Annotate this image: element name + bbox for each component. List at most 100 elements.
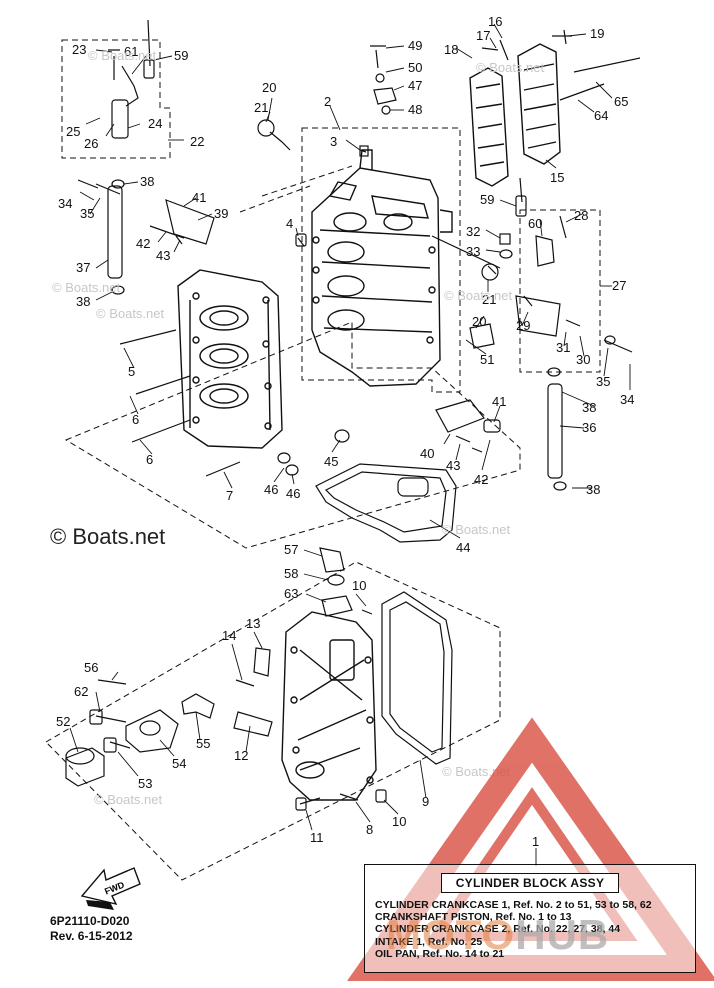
oil-filter-52 [65, 747, 105, 787]
gasket-55 [181, 693, 215, 719]
callout-label: 52 [56, 714, 70, 729]
callout-label: 40 [420, 446, 434, 461]
gaskets [181, 429, 457, 765]
watermark-text: © Boats.net [444, 288, 513, 303]
fwd-arrow-icon: FWD [80, 867, 141, 910]
covers [469, 43, 561, 187]
leader-lines [69, 23, 631, 866]
callout-label: 2 [324, 94, 331, 109]
callout-label: 46 [264, 482, 278, 497]
legend-title: CYLINDER BLOCK ASSY [440, 873, 620, 893]
callout-label: 50 [408, 60, 422, 75]
watermark-text: © Boats.net [88, 48, 157, 63]
callout-label: 12 [234, 748, 248, 763]
callout-labels: 23 61 59 25 26 24 22 38 34 35 37 38 41 3… [56, 14, 634, 849]
callout-label: 38 [582, 400, 596, 415]
callout-label: 53 [138, 776, 152, 791]
watermark-text: © Boats.net [96, 306, 165, 321]
callout-label: 55 [196, 736, 210, 751]
watermark-text: © Boats.net [476, 60, 545, 75]
callout-label: 15 [550, 170, 564, 185]
callout-label: 56 [84, 660, 98, 675]
callout-label: 36 [582, 420, 596, 435]
oil-pan [281, 611, 377, 801]
cover-15 [517, 43, 561, 165]
callout-label: 17 [476, 28, 490, 43]
brand-logo-text: MOTOHUB [386, 911, 609, 959]
callout-label: 27 [612, 278, 626, 293]
crankcase-half [177, 269, 283, 449]
legend-row: CRANKSHAFT PISTON, Ref. No. 1 to 13 [375, 911, 572, 924]
callout-label: 57 [284, 542, 298, 557]
callout-label: 4 [286, 216, 293, 231]
callout-label: 22 [190, 134, 204, 149]
callout-label: 51 [480, 352, 494, 367]
callout-label: 10 [352, 578, 366, 593]
callout-label: 25 [66, 124, 80, 139]
callout-label: 42 [136, 236, 150, 251]
gasket-44 [315, 463, 457, 543]
callout-label: 59 [480, 192, 494, 207]
callout-label: 65 [614, 94, 628, 109]
callout-label: 59 [174, 48, 188, 63]
faint-watermarks: © Boats.net © Boats.net © Boats.net © Bo… [52, 48, 545, 807]
callout-label: 7 [226, 488, 233, 503]
callout-label: 43 [446, 458, 460, 473]
legend-rows: CYLINDER CRANKCASE 1, Ref. No. 2 to 51, … [375, 899, 652, 960]
callout-label: 60 [528, 216, 542, 231]
callout-label: 31 [556, 340, 570, 355]
legend-row: INTAKE 1, Ref. No. 25 [375, 935, 483, 948]
callout-label: 46 [286, 486, 300, 501]
cover-18 [469, 67, 509, 187]
legend-box: CYLINDER BLOCK ASSY CYLINDER CRANKCASE 1… [364, 864, 696, 973]
diagram-revision: Rev. 6-15-2012 [50, 929, 133, 943]
callout-label: 61 [124, 44, 138, 59]
callout-label: 44 [456, 540, 470, 555]
callout-label: 64 [594, 108, 608, 123]
box-intake-top-left [61, 39, 171, 159]
callout-label: 42 [474, 472, 488, 487]
box-crankcase-outline [64, 321, 521, 549]
callout-label: 49 [408, 38, 422, 53]
callout-label: 54 [172, 756, 186, 771]
gasket-9 [381, 591, 453, 765]
callout-label: 21 [254, 100, 268, 115]
watermark-text: © Boats.net [442, 522, 511, 537]
callout-label: 38 [76, 294, 90, 309]
callout-label: 43 [156, 248, 170, 263]
legend-title-wrap: CYLINDER BLOCK ASSY [365, 873, 695, 893]
callout-label: 11 [310, 830, 324, 845]
legend-row: CYLINDER CRANKCASE 1, Ref. No. 2 to 51, … [375, 899, 652, 911]
diagram-code: 6P21110-D020 [50, 914, 130, 928]
callout-label: 16 [488, 14, 502, 29]
callout-label: 39 [214, 206, 228, 221]
callout-label: 38 [586, 482, 600, 497]
brand-part2: HUB [515, 911, 610, 958]
watermark-text: © Boats.net [94, 792, 163, 807]
diagram-caption: 6P21110-D020 Rev. 6-15-2012 [50, 914, 133, 944]
callout-label: 29 [516, 318, 530, 333]
callout-label: 20 [472, 314, 486, 329]
callout-label: 10 [392, 814, 406, 829]
callout-label: 35 [80, 206, 94, 221]
callout-label: 8 [366, 822, 373, 837]
callout-label: 30 [576, 352, 590, 367]
brand-part1: MOTO [386, 911, 516, 958]
callout-label: 26 [84, 136, 98, 151]
callout-label: 38 [140, 174, 154, 189]
callout-label: 41 [492, 394, 506, 409]
cylinder-block [311, 149, 453, 387]
callout-label: 34 [58, 196, 72, 211]
box-lower-leader [239, 165, 353, 213]
callout-label: 14 [222, 628, 236, 643]
callout-label: 1 [532, 834, 539, 849]
callout-label: 3 [330, 134, 337, 149]
callout-label: 23 [72, 42, 86, 57]
callout-label: 20 [262, 80, 276, 95]
callout-label: 5 [128, 364, 135, 379]
callout-label: 6 [146, 452, 153, 467]
callout-label: 33 [466, 244, 480, 259]
callout-label: 35 [596, 374, 610, 389]
callout-label: 37 [76, 260, 90, 275]
